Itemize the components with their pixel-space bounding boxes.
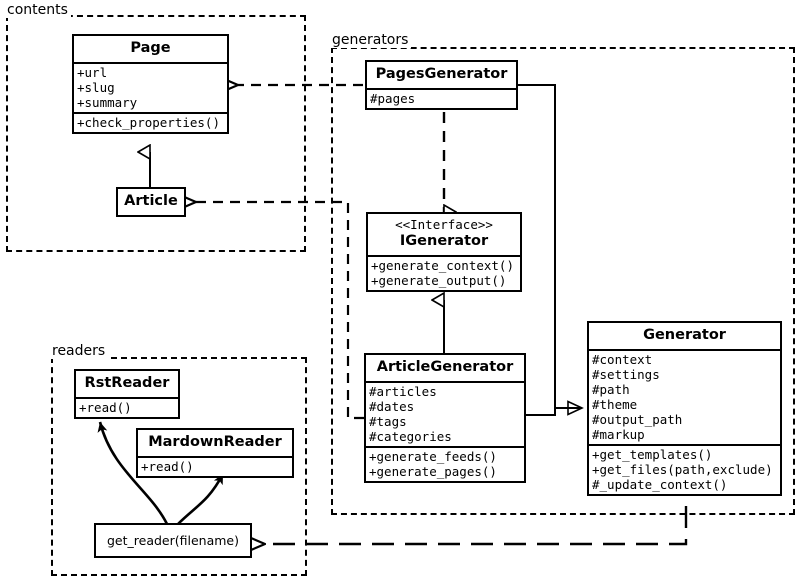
function-label-get-reader: get_reader(filename) [107, 533, 239, 548]
class-box-articlegenerator[interactable]: ArticleGenerator #articles #dates #tags … [364, 353, 526, 483]
attribute-row: #pages [370, 90, 416, 106]
attribute-row: +summary [77, 94, 138, 110]
attribute-row: #dates [369, 398, 415, 414]
attributes-compartment-page: +url +slug +summary [74, 61, 227, 112]
methods-compartment-articlegenerator: +generate_feeds() +generate_pages() [366, 445, 524, 481]
class-box-igenerator[interactable]: <<Interface>> IGenerator +generate_conte… [366, 212, 522, 293]
attribute-row: #path [592, 381, 630, 397]
attribute-row: #articles [369, 383, 437, 399]
stereotype-label-igenerator: <<Interface>> [395, 217, 493, 232]
class-name-articlegenerator: ArticleGenerator [376, 359, 514, 375]
method-row: #_update_context() [592, 476, 728, 492]
attribute-row: #markup [592, 426, 645, 442]
class-name-igenerator: IGenerator [399, 233, 489, 250]
package-frame-readers [51, 357, 307, 576]
attributes-compartment-pagesgenerator: #pages [367, 87, 516, 108]
class-box-generator[interactable]: Generator #context #settings #path #them… [587, 321, 782, 496]
class-box-page[interactable]: Page +url +slug +summary +check_properti… [72, 34, 229, 134]
class-name-generator: Generator [643, 327, 726, 343]
methods-compartment-page: +check_properties() [74, 111, 227, 132]
class-name-pagesgenerator: PagesGenerator [375, 66, 508, 82]
attributes-compartment-generator: #context #settings #path #theme #output_… [589, 348, 780, 444]
method-row: +check_properties() [77, 114, 220, 130]
method-row: +get_templates() [592, 446, 713, 462]
attribute-row: #output_path [592, 411, 683, 427]
class-name-rstreader: RstReader [84, 375, 170, 391]
class-box-mardownreader[interactable]: MardownReader +read() [136, 428, 294, 478]
attribute-row: #tags [369, 413, 407, 429]
method-row: +generate_feeds() [369, 448, 497, 464]
attributes-compartment-articlegenerator: #articles #dates #tags #categories [366, 380, 524, 446]
class-box-rstreader[interactable]: RstReader +read() [74, 369, 180, 419]
attribute-row: #theme [592, 396, 638, 412]
attribute-row: #context [592, 351, 653, 367]
package-label-readers: readers [51, 343, 109, 359]
class-box-pagesgenerator[interactable]: PagesGenerator #pages [365, 60, 518, 110]
method-row: +generate_pages() [369, 463, 497, 479]
methods-compartment-rstreader: +read() [76, 396, 178, 417]
methods-compartment-generator: +get_templates() +get_files(path,exclude… [589, 443, 780, 494]
methods-compartment-igenerator: +generate_context() +generate_output() [368, 255, 520, 290]
method-row: +get_files(path,exclude) [592, 461, 773, 477]
class-name-article: Article [124, 193, 178, 209]
class-box-article[interactable]: Article [116, 187, 186, 217]
method-row: +generate_context() [371, 258, 514, 274]
package-label-generators: generators [331, 32, 412, 48]
attribute-row: #categories [369, 428, 452, 444]
attribute-row: +url [77, 64, 108, 80]
class-name-mardownreader: MardownReader [148, 434, 282, 450]
class-name-page: Page [130, 40, 171, 56]
method-row: +read() [79, 399, 132, 415]
method-row: +generate_output() [371, 273, 507, 289]
package-label-contents: contents [6, 2, 71, 18]
method-row: +read() [141, 458, 194, 474]
methods-compartment-mardownreader: +read() [138, 455, 292, 476]
package-frame-contents [6, 15, 306, 252]
function-box-get-reader[interactable]: get_reader(filename) [94, 523, 252, 558]
attribute-row: #settings [592, 366, 660, 382]
attribute-row: +slug [77, 79, 115, 95]
